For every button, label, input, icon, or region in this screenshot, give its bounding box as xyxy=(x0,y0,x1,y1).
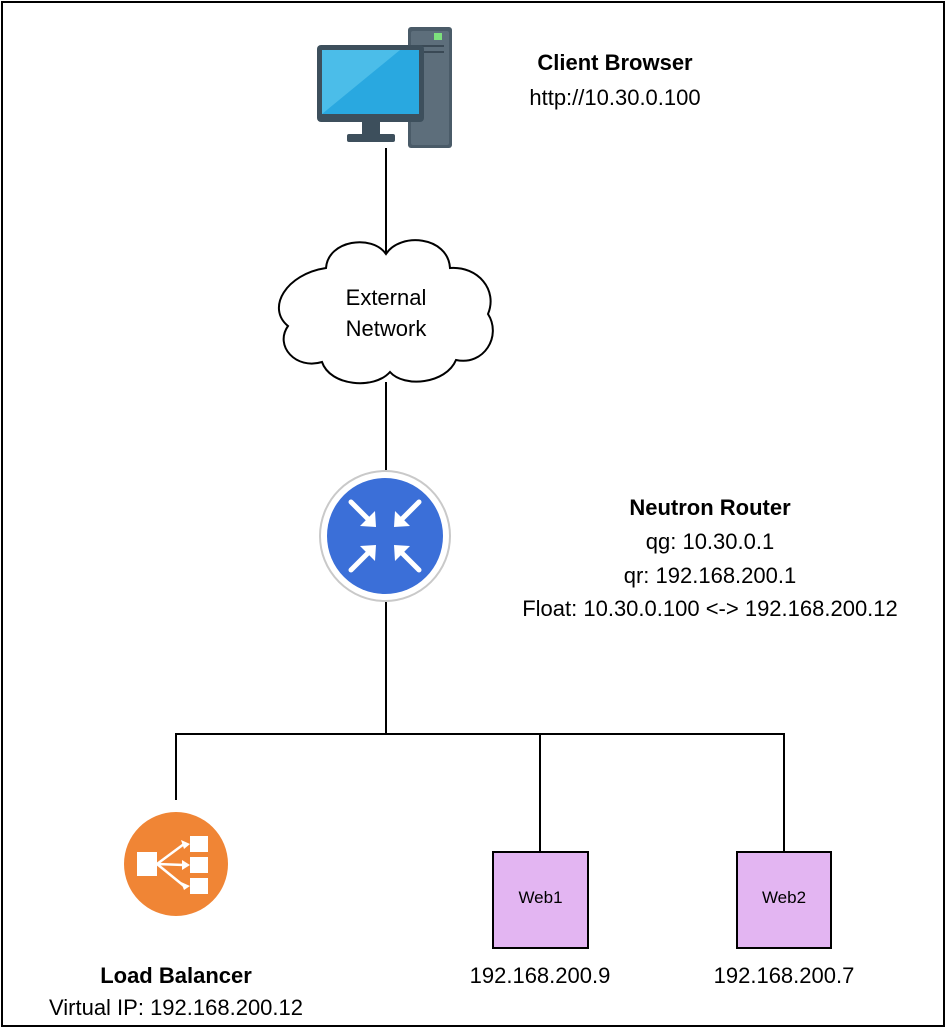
load-balancer-icon xyxy=(124,812,228,916)
web1-ip: 192.168.200.9 xyxy=(469,963,611,988)
client-url: http://10.30.0.100 xyxy=(529,85,701,110)
external-network-label-line2: Network xyxy=(345,316,427,341)
load-balancer-title: Load Balancer xyxy=(100,963,252,988)
cloud-icon xyxy=(277,239,494,385)
router-qg: qg: 10.30.0.1 xyxy=(645,529,775,554)
router-icon xyxy=(319,470,451,602)
load-balancer-vip: Virtual IP: 192.168.200.12 xyxy=(48,995,303,1020)
web2-ip: 192.168.200.7 xyxy=(713,963,855,988)
web1-label: Web1 xyxy=(518,888,563,907)
client-title: Client Browser xyxy=(537,50,693,75)
router-qr: qr: 192.168.200.1 xyxy=(623,563,797,588)
connector-lines xyxy=(175,148,785,853)
router-float: Float: 10.30.0.100 <-> 192.168.200.12 xyxy=(522,596,898,621)
desktop-computer-icon xyxy=(317,27,452,148)
web1-box xyxy=(492,851,589,949)
web2-box xyxy=(736,851,832,949)
router-title: Neutron Router xyxy=(629,495,791,520)
web2-label: Web2 xyxy=(761,888,807,907)
external-network-label-line1: External xyxy=(345,285,427,310)
